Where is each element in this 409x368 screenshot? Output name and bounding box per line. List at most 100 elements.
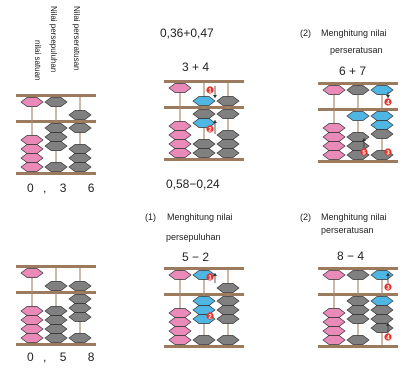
abacus-bead xyxy=(44,324,68,334)
digit: 3 xyxy=(59,181,67,195)
expression-subtraction: 0,58−0,24 xyxy=(166,177,220,191)
abacus-tenths-subtraction: 12 xyxy=(164,267,244,348)
abacus-bead xyxy=(370,296,394,306)
digit: 8 xyxy=(87,350,95,364)
problem-number: (2) xyxy=(300,28,311,38)
abacus-bead xyxy=(44,306,68,316)
digit: 0 xyxy=(27,350,34,364)
abacus-bead xyxy=(346,270,370,280)
abacus-bead xyxy=(168,326,192,336)
step-marker-number: 3 xyxy=(386,285,390,291)
step-marker-number: 2 xyxy=(208,127,212,133)
problem-title: Menghitung nilai xyxy=(321,212,387,222)
abacus-bead xyxy=(322,132,346,142)
abacus-tenths-addition: 12 xyxy=(164,80,244,161)
problem-title: Menghitung nilai xyxy=(321,28,387,38)
abacus-bead xyxy=(20,268,44,278)
abacus-top-bar xyxy=(16,94,96,97)
abacus-bead xyxy=(192,335,216,345)
abacus-bead xyxy=(216,296,240,306)
abacus-bead xyxy=(346,111,370,121)
abacus-bead xyxy=(370,305,394,315)
problem-title-line2: perseratusan xyxy=(321,225,374,235)
abacus-top-bar xyxy=(164,80,244,83)
abacus-bead xyxy=(44,123,68,133)
abacus-bead xyxy=(168,308,192,318)
abacus-bead xyxy=(168,130,192,140)
expression-addition: 0,36+0,47 xyxy=(160,26,214,40)
abacus-bead xyxy=(322,150,346,160)
abacus-value-058 xyxy=(16,265,96,346)
abacus-value-036 xyxy=(16,94,96,175)
abacus-bead xyxy=(216,109,240,119)
abacus-bead xyxy=(68,153,92,163)
abacus-bead xyxy=(20,315,44,325)
arrow-head-icon xyxy=(213,95,217,98)
arrow-head-icon xyxy=(386,323,390,326)
abacus-bead xyxy=(322,308,346,318)
value-036: 0 , 3 6 xyxy=(27,181,94,195)
step-marker xyxy=(384,283,392,291)
digit: 5 xyxy=(59,350,67,364)
step-marker-number: 1 xyxy=(208,88,212,94)
step-marker-number: 5 xyxy=(362,150,366,156)
arrow-head-icon xyxy=(386,273,390,276)
abacus-bead xyxy=(322,85,346,95)
abacus-bead xyxy=(370,129,394,139)
step-marker xyxy=(206,273,214,281)
abacus-bead xyxy=(216,130,240,140)
arrow-head-icon xyxy=(362,138,366,141)
abacus-bottom-bar xyxy=(318,160,398,163)
step-marker-number: 3 xyxy=(386,150,390,156)
abacus-bead xyxy=(20,324,44,334)
abacus-bead xyxy=(346,305,370,315)
step-marker xyxy=(206,312,214,320)
abacus-bead xyxy=(44,281,68,291)
step-marker-number: 2 xyxy=(208,314,212,320)
abacus-bead xyxy=(192,109,216,119)
abacus-bead xyxy=(68,162,92,172)
abacus-bead xyxy=(216,283,240,293)
abacus-bead xyxy=(346,85,370,95)
abacus-bead xyxy=(216,96,240,106)
abacus-bead xyxy=(20,144,44,154)
label-tenths: Nilai persepuluhan xyxy=(49,6,58,73)
abacus-bead xyxy=(44,97,68,107)
step-marker xyxy=(360,148,368,156)
abacus-bead xyxy=(68,281,92,291)
decimal-comma: , xyxy=(43,350,47,364)
problem-number: (1) xyxy=(145,212,156,222)
abacus-bead xyxy=(20,153,44,163)
operation-5-minus-2: 5 − 2 xyxy=(182,250,210,264)
step-marker xyxy=(206,125,214,133)
abacus-bottom-bar xyxy=(16,172,96,175)
abacus-bead xyxy=(346,296,370,306)
abacus-top-bar xyxy=(164,267,244,270)
abacus-bead xyxy=(44,315,68,325)
abacus-bead xyxy=(44,333,68,343)
abacus-bead xyxy=(68,333,92,343)
abacus-bead xyxy=(20,162,44,172)
abacus-bead xyxy=(370,111,394,121)
abacus-bead xyxy=(192,296,216,306)
abacus-bead xyxy=(20,97,44,107)
abacus-bead xyxy=(216,314,240,324)
abacus-bottom-bar xyxy=(318,345,398,348)
step-marker-number: 4 xyxy=(386,100,390,106)
abacus-bead xyxy=(192,148,216,158)
abacus-bead xyxy=(322,123,346,133)
abacus-bead xyxy=(322,270,346,280)
abacus-bead xyxy=(168,317,192,327)
problem-title: Menghitung nilai xyxy=(167,212,233,222)
arrow-head-icon xyxy=(213,273,217,276)
abacus-bead xyxy=(68,110,92,120)
abacus-bead xyxy=(68,303,92,313)
abacus-bead xyxy=(346,314,370,324)
abacus-bead xyxy=(20,333,44,343)
abacus-bottom-bar xyxy=(164,158,244,161)
abacus-bead xyxy=(322,141,346,151)
abacus-bead xyxy=(192,139,216,149)
abacus-bead xyxy=(216,148,240,158)
abacus-bead xyxy=(370,314,394,324)
abacus-bead xyxy=(168,83,192,93)
